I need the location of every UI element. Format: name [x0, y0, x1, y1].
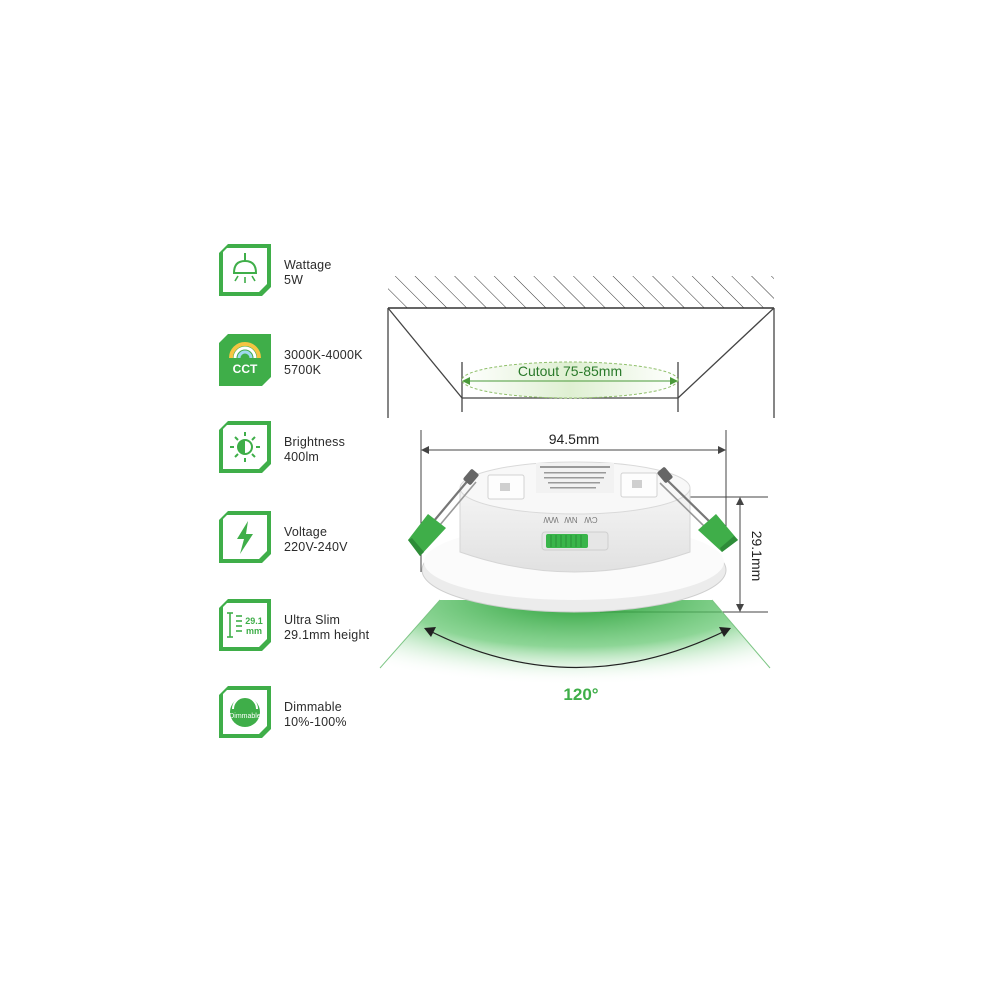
spec-title: Ultra Slim [284, 613, 341, 627]
cutout-arrow-right [670, 377, 678, 385]
lamp-icon [219, 244, 271, 296]
dimmer-icon-text: Dimmable [229, 713, 261, 720]
beam-edge-right [711, 599, 771, 669]
spec-value: 29.1mm height [284, 628, 370, 642]
spring-clip-left [408, 469, 479, 556]
cct-icon-text: CCT [233, 362, 258, 376]
spec-value: 400lm [284, 450, 320, 464]
cct-icon: CCT [219, 334, 271, 386]
spec-title: 3000K-4000K [284, 348, 363, 362]
ceiling-hatch [388, 276, 774, 309]
cutout-ellipse [461, 361, 679, 399]
downlight-body [421, 461, 727, 613]
sun-icon [219, 421, 271, 473]
beam-arc-arrow-right [719, 627, 731, 637]
height-icon-unit: mm [246, 626, 262, 636]
spec-title: Brightness [284, 435, 346, 449]
beam-angle-arc [427, 629, 728, 669]
switch-label-cw: CW [584, 515, 598, 524]
spec-value: 5700K [284, 363, 322, 377]
angle-label: 120° [563, 685, 598, 704]
light-beam [380, 600, 770, 707]
lightning-icon [219, 511, 271, 563]
dimmer-icon: Dimmable [219, 686, 271, 738]
beam-arc-arrow-left [424, 627, 436, 637]
beam-edge-left [379, 599, 441, 669]
cutout-arrow-left [462, 377, 470, 385]
spec-value: 5W [284, 273, 304, 287]
spring-clip-right [657, 467, 738, 552]
width-label: 94.5mm [549, 431, 600, 447]
spec-title: Dimmable [284, 700, 342, 714]
height-label: 29.1mm [749, 531, 765, 582]
spec-value: 220V-240V [284, 540, 348, 554]
height-icon: 29.1 mm [219, 599, 271, 651]
spec-title: Voltage [284, 525, 328, 539]
spec-title: Wattage [284, 258, 332, 272]
cutout-label: Cutout 75-85mm [518, 363, 622, 379]
cct-switch[interactable] [541, 531, 609, 551]
switch-label-nw: NW [564, 515, 578, 524]
spec-value: 10%-100% [284, 715, 347, 729]
height-icon-value: 29.1 [245, 616, 263, 626]
switch-label-ww: WW [543, 515, 559, 524]
